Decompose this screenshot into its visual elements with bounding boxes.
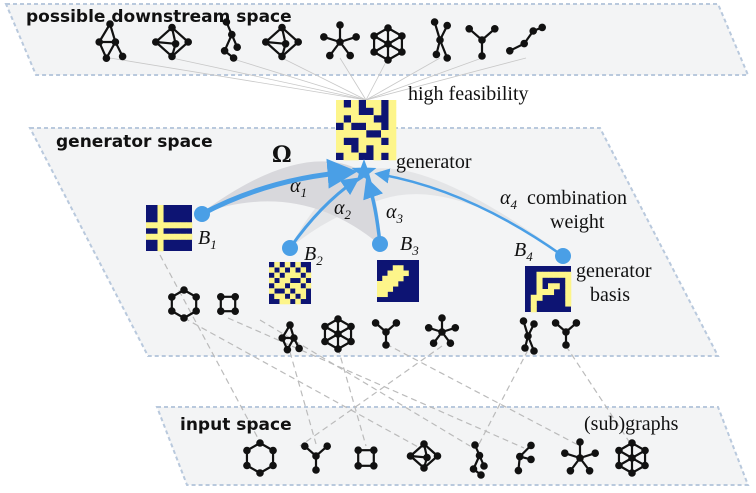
downstream-graph-2 bbox=[152, 23, 192, 61]
arrow-alpha-4 bbox=[374, 168, 565, 258]
downstream-graph-7 bbox=[430, 18, 452, 62]
input-space-label: input space bbox=[180, 415, 292, 435]
basis-label: basis bbox=[590, 284, 630, 306]
dashed-link bbox=[183, 317, 421, 449]
generator-basis-label: generator bbox=[576, 260, 652, 282]
feasibility-line bbox=[365, 57, 441, 101]
basis-2-dot bbox=[282, 240, 298, 256]
input-graph-8 bbox=[615, 439, 649, 477]
feasibility-line bbox=[109, 57, 367, 101]
generator-label: generator bbox=[396, 151, 472, 173]
basis-1-dot bbox=[194, 206, 210, 222]
basis-2-graph-b bbox=[321, 315, 355, 353]
downstream-space-label: possible downstream space bbox=[26, 7, 292, 27]
feasibility-line bbox=[171, 57, 367, 101]
feasibility-line bbox=[365, 57, 483, 101]
generator-star-icon bbox=[351, 159, 377, 183]
downstream-graph-1 bbox=[95, 20, 127, 62]
downstream-graph-6 bbox=[370, 24, 406, 64]
feasibility-line bbox=[281, 57, 367, 101]
alpha-1-label: α1 bbox=[290, 175, 307, 200]
generator-space-label: generator space bbox=[56, 132, 213, 152]
basis-4-label: B4 bbox=[514, 239, 533, 264]
input-space-plane bbox=[155, 406, 750, 486]
downstream-graph-9 bbox=[506, 23, 546, 55]
basis-1-graph-a bbox=[168, 286, 200, 322]
dashed-link bbox=[227, 317, 525, 449]
basis-4-graph-a bbox=[519, 317, 538, 355]
basis-3-label: B3 bbox=[400, 233, 419, 258]
downstream-space-plane bbox=[4, 3, 750, 76]
high-feasibility-label: high feasibility bbox=[408, 83, 529, 105]
basis-2-label: B2 bbox=[304, 243, 323, 268]
alpha-2-label: α2 bbox=[334, 197, 352, 222]
subgraphs-label: (sub)graphs bbox=[584, 413, 679, 435]
graph-glyphs bbox=[95, 18, 649, 479]
input-graph-1 bbox=[243, 439, 277, 477]
dashed-link bbox=[289, 351, 317, 445]
dashed-link bbox=[385, 343, 581, 447]
basis-3-dot bbox=[372, 236, 388, 252]
input-graph-5 bbox=[469, 441, 488, 479]
feasibility-line bbox=[229, 57, 367, 101]
feasibility-line bbox=[365, 57, 389, 101]
downstream-graph-3 bbox=[220, 18, 241, 62]
basis-4-graph-b bbox=[551, 319, 581, 349]
basis-4-matrix bbox=[525, 266, 572, 313]
basis-2-graph-a bbox=[278, 321, 303, 354]
downstream-graph-5 bbox=[320, 21, 360, 60]
alpha-3-label: α3 bbox=[386, 201, 404, 226]
downstream-graph-8 bbox=[465, 25, 499, 60]
high-feasibility-matrix bbox=[336, 100, 397, 161]
alpha-4-label: α4 bbox=[500, 187, 518, 212]
basis-1-label: B1 bbox=[198, 227, 217, 252]
basis-3-matrix bbox=[377, 260, 419, 302]
dashed-link bbox=[159, 254, 261, 443]
feasibility-lines bbox=[109, 57, 527, 101]
generator-matrices bbox=[146, 100, 572, 313]
feasibility-line bbox=[365, 57, 527, 101]
basis-3-graph-a bbox=[371, 319, 401, 349]
arrow-alpha-1 bbox=[199, 158, 358, 217]
input-graph-2 bbox=[301, 442, 332, 474]
omega-symbol: Ω bbox=[272, 142, 292, 168]
basis-1-matrix bbox=[146, 205, 193, 252]
input-graph-3 bbox=[354, 446, 378, 470]
basis-1-graph-b bbox=[217, 293, 239, 316]
basis-4-dot bbox=[555, 248, 571, 264]
feasibility-line bbox=[339, 57, 367, 101]
dashed-link bbox=[299, 345, 443, 447]
input-graph-7 bbox=[561, 438, 599, 475]
input-graph-4 bbox=[406, 440, 442, 472]
basis-dots bbox=[194, 206, 571, 264]
basis-2-matrix bbox=[269, 262, 312, 305]
weight-label: weight bbox=[550, 211, 605, 233]
dashed-link bbox=[337, 347, 367, 447]
combination-label: combination bbox=[527, 187, 627, 209]
dashed-link bbox=[477, 349, 529, 447]
basis-3-graph-b bbox=[424, 314, 460, 348]
arrow-alpha-2 bbox=[288, 177, 360, 250]
input-graph-6 bbox=[514, 441, 535, 475]
downstream-graph-4 bbox=[262, 23, 303, 61]
